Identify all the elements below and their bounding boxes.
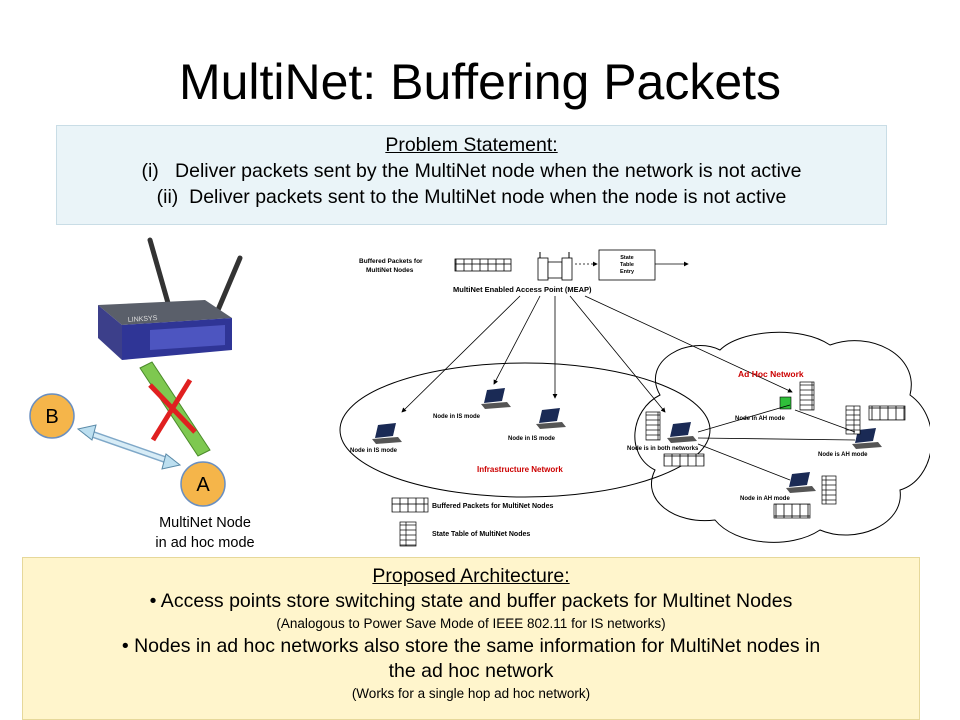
router-antenna-right <box>215 255 243 313</box>
node-b-label: B <box>45 406 58 428</box>
problem-item-1: (i) Deliver packets sent by the MultiNet… <box>141 160 802 182</box>
meap-network-diagram: Buffered Packets for MultiNet Nodes Stat… <box>339 249 930 547</box>
legend-buffer-label: Buffered Packets for MultiNet Nodes <box>432 503 553 510</box>
laptop-icon-is-1 <box>372 423 402 444</box>
proposed-bullet-1: • Access points store switching state an… <box>149 590 793 612</box>
ah2-buffer <box>868 405 906 421</box>
b-a-link <box>76 424 182 470</box>
caption-line-1: MultiNet Node <box>159 515 251 531</box>
proposed-heading: Proposed Architecture: <box>372 565 570 587</box>
proposed-bullet-2-line-1: • Nodes in ad hoc networks also store th… <box>121 635 821 657</box>
node-is-label-1: Node in IS mode <box>350 448 398 454</box>
state-label-3: Entry <box>620 269 635 275</box>
legend-buffer-icon <box>391 497 429 513</box>
ah2-state-table <box>845 405 861 435</box>
node-ah-1-icon <box>779 396 792 410</box>
proposed-bullet-2-line-2: the ad hoc network <box>388 660 554 682</box>
node-b <box>29 393 75 439</box>
both-state-table <box>645 411 661 441</box>
proposed-note-2: (Works for a single hop ad hoc network) <box>351 686 591 701</box>
ad-hoc-network-label: Ad Hoc Network <box>738 369 804 379</box>
meap-links <box>401 295 793 413</box>
meap-label: MultiNet Enabled Access Point (MEAP) <box>453 285 592 294</box>
node-ah-label-2: Node is AH mode <box>818 452 868 458</box>
router-diagram: LINKSYS B A <box>29 237 243 507</box>
laptop-icon-both <box>667 422 697 443</box>
infrastructure-ellipse <box>339 362 711 498</box>
state-table-entry-box <box>598 249 656 281</box>
buffered-label-1: Buffered Packets for <box>359 258 423 265</box>
node-is-label-3: Node in IS mode <box>508 436 556 442</box>
state-label-1: State <box>620 255 633 261</box>
node-a-label: A <box>196 474 210 496</box>
legend-state-label: State Table of MultiNet Nodes <box>432 531 530 538</box>
legend-state-icon <box>399 521 417 547</box>
node-is-label-2: Node in IS mode <box>433 414 481 420</box>
both-buffer <box>663 453 705 467</box>
meap-buffer <box>454 258 512 272</box>
laptop-icon-is-3 <box>536 408 566 429</box>
slide-title: MultiNet: Buffering Packets <box>178 54 782 110</box>
node-a <box>180 461 226 507</box>
laptop-icon-is-2 <box>481 388 511 409</box>
state-label-2: Table <box>620 262 634 268</box>
ah3-buffer <box>773 503 811 519</box>
node-ah-label-3: Node in AH mode <box>740 496 790 502</box>
router-antenna-left <box>147 237 173 313</box>
problem-item-2: (ii) Deliver packets sent to the MultiNe… <box>156 186 787 208</box>
ah3-state-table <box>821 475 837 505</box>
meap-device-icon <box>537 252 573 281</box>
problem-statement-box: Problem Statement: (i) Deliver packets s… <box>56 125 887 225</box>
router-icon: LINKSYS <box>98 300 232 360</box>
buffered-label-2: MultiNet Nodes <box>366 267 414 274</box>
infrastructure-network-label: Infrastructure Network <box>477 465 563 474</box>
ah1-state-table <box>799 381 815 411</box>
ad-hoc-cloud <box>634 331 930 543</box>
caption-line-2: in ad hoc mode <box>155 535 255 551</box>
blocked-cross-line2 <box>150 378 193 442</box>
ad-hoc-links <box>697 404 856 481</box>
router-brand: LINKSYS <box>128 315 158 324</box>
node-ah-label-1: Node in AH mode <box>735 416 785 422</box>
proposed-architecture-box: Proposed Architecture: • Access points s… <box>22 557 920 720</box>
proposed-note-1: (Analogous to Power Save Mode of IEEE 80… <box>276 616 666 631</box>
laptop-icon-ah-3 <box>786 472 816 493</box>
node-a-caption: MultiNet Node in ad hoc mode <box>130 513 280 553</box>
problem-heading: Problem Statement: <box>385 134 558 156</box>
node-both-label: Node is in both networks <box>627 446 699 452</box>
